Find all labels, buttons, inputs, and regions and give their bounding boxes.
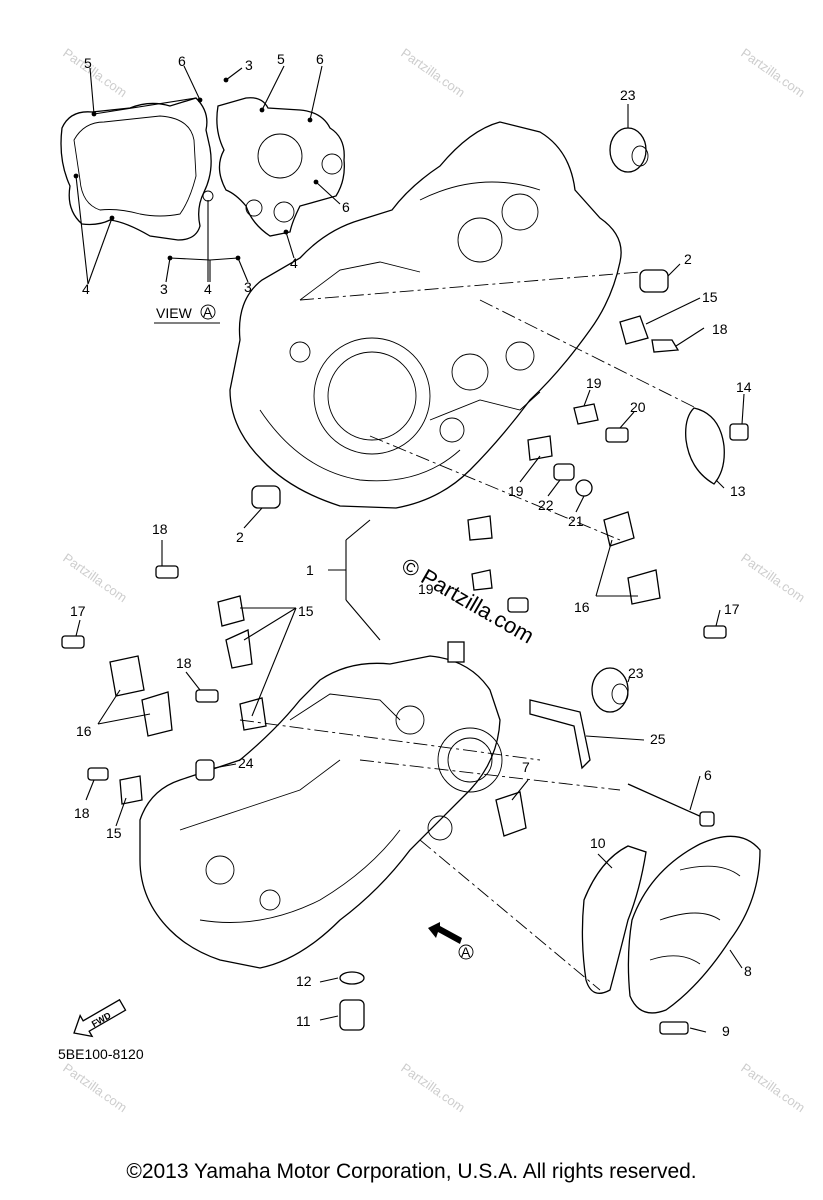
callout-4: 4 <box>204 281 212 297</box>
callout-19: 19 <box>508 483 524 499</box>
callout-labels: 5 6 3 5 6 6 4 4 3 4 3 23 2 15 18 14 13 1… <box>70 51 752 1039</box>
callout-5: 5 <box>84 55 92 71</box>
watermark: Partzilla.com <box>398 1060 468 1115</box>
small-parts <box>61 127 761 1035</box>
callout-15: 15 <box>702 289 718 305</box>
callout-3: 3 <box>160 281 168 297</box>
callout-19: 19 <box>586 375 602 391</box>
callout-9: 9 <box>722 1023 730 1039</box>
callout-21: 21 <box>568 513 584 529</box>
callout-16: 16 <box>76 723 92 739</box>
view-marker: A <box>203 304 213 320</box>
callout-6: 6 <box>316 51 324 67</box>
callout-17: 17 <box>70 603 86 619</box>
callout-15: 15 <box>106 825 122 841</box>
callout-4: 4 <box>290 255 298 271</box>
callout-14: 14 <box>736 379 752 395</box>
callout-12: 12 <box>296 973 312 989</box>
diagram-code: 5BE100-8120 <box>58 1046 144 1062</box>
callout-23: 23 <box>620 87 636 103</box>
callout-15: 15 <box>298 603 314 619</box>
view-arrow-marker: A <box>461 944 471 960</box>
callout-7: 7 <box>522 759 530 775</box>
fwd-arrow: FWD <box>73 998 127 1038</box>
callout-18: 18 <box>176 655 192 671</box>
callout-11: 11 <box>296 1013 311 1029</box>
upper-crankcase <box>229 121 622 509</box>
callout-6: 6 <box>704 767 712 783</box>
callout-5: 5 <box>277 51 285 67</box>
callout-3: 3 <box>244 279 252 295</box>
callout-6: 6 <box>178 53 186 69</box>
callout-19: 19 <box>418 581 434 597</box>
callout-10: 10 <box>590 835 606 851</box>
watermark: Partzilla.com <box>398 45 468 100</box>
watermark: Partzilla.com <box>738 45 808 100</box>
view-a-leaders <box>73 65 341 285</box>
watermark: Partzilla.com <box>60 1060 130 1115</box>
watermark: Partzilla.com <box>60 45 130 100</box>
callout-6: 6 <box>342 199 350 215</box>
callout-18: 18 <box>152 521 168 537</box>
callout-2: 2 <box>236 529 244 545</box>
watermark: Partzilla.com <box>60 550 130 605</box>
callout-24: 24 <box>238 755 254 771</box>
callout-16: 16 <box>574 599 590 615</box>
callout-22: 22 <box>538 497 554 513</box>
view-a-inset: VIEW A <box>60 65 345 324</box>
callout-25: 25 <box>650 731 666 747</box>
callout-18: 18 <box>74 805 90 821</box>
lower-crankcase <box>139 641 503 969</box>
callout-2: 2 <box>684 251 692 267</box>
callout-17: 17 <box>724 601 740 617</box>
view-label: VIEW <box>156 305 193 321</box>
watermark: Partzilla.com <box>738 550 808 605</box>
leader-lines <box>75 104 745 1033</box>
view-a-arrow: A <box>428 922 474 960</box>
callout-20: 20 <box>630 399 646 415</box>
watermark: Partzilla.com <box>738 1060 808 1115</box>
callout-13: 13 <box>730 483 746 499</box>
callout-4: 4 <box>82 281 90 297</box>
callout-1: 1 <box>306 562 314 578</box>
callout-18: 18 <box>712 321 728 337</box>
callout-3: 3 <box>245 57 253 73</box>
callout-23: 23 <box>628 665 644 681</box>
callout-8: 8 <box>744 963 752 979</box>
copyright-notice: ©2013 Yamaha Motor Corporation, U.S.A. A… <box>126 1160 697 1183</box>
